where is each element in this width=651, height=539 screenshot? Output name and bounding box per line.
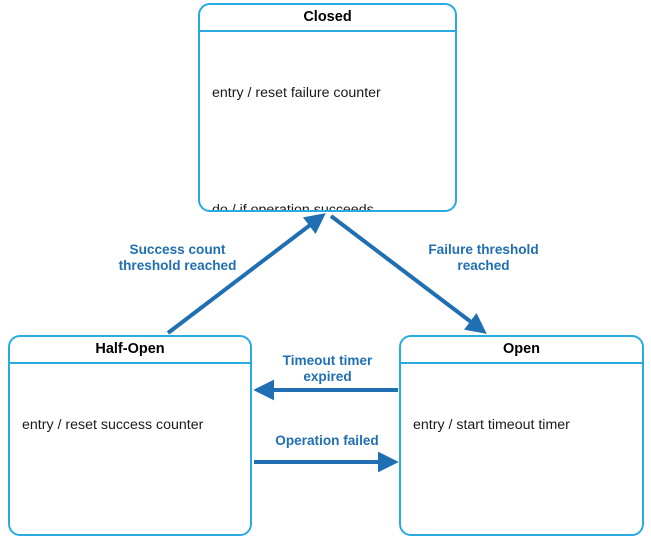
state-line-blank	[212, 145, 443, 158]
state-title-closed: Closed	[200, 5, 455, 33]
state-body-open: entry / start timeout timer do / return …	[401, 364, 642, 535]
state-line: entry / reset success counter	[22, 416, 204, 433]
state-line: entry / reset failure counter	[212, 84, 381, 101]
state-line-blank	[22, 477, 238, 490]
transition-label-operation-failed: Operation failed	[275, 433, 379, 448]
state-line: do / if operation succeeds	[22, 532, 238, 535]
state-body-closed: entry / reset failure counter do / if op…	[200, 32, 455, 212]
state-line: do / return failure	[413, 532, 630, 535]
transition-label-timeout-timer-expired: Timeout timer expired	[282, 353, 373, 385]
state-body-half-open: entry / reset success counter do / if op…	[10, 364, 250, 535]
transition-label-success-count-threshold-reached: Success count threshold reached	[118, 242, 237, 274]
state-line: do / if operation succeeds	[212, 201, 374, 212]
state-line: entry / start timeout timer	[413, 416, 570, 433]
state-line-blank	[413, 477, 630, 490]
state-box-open[interactable]: Open entry / start timeout timer do / re…	[399, 335, 644, 536]
state-box-half-open[interactable]: Half-Open entry / reset success counter …	[8, 335, 252, 536]
state-title-open: Open	[401, 337, 642, 365]
state-title-half-open: Half-Open	[10, 337, 250, 365]
transition-label-failure-threshold-reached: Failure threshold reached	[428, 242, 539, 274]
state-box-closed[interactable]: Closed entry / reset failure counter do …	[198, 3, 457, 212]
